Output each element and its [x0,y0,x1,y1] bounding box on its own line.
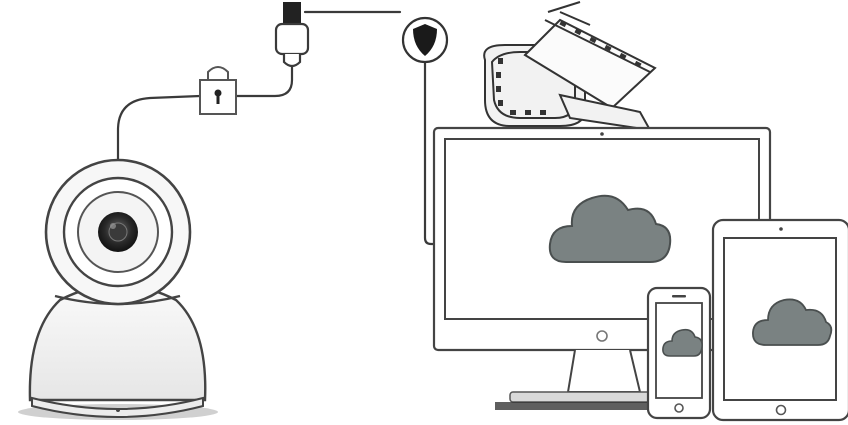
usb-plug-icon [276,2,308,66]
camera-icon [18,160,218,420]
film-strip-icon [484,2,655,130]
shield-icon [403,18,447,62]
lock-icon [200,67,236,114]
